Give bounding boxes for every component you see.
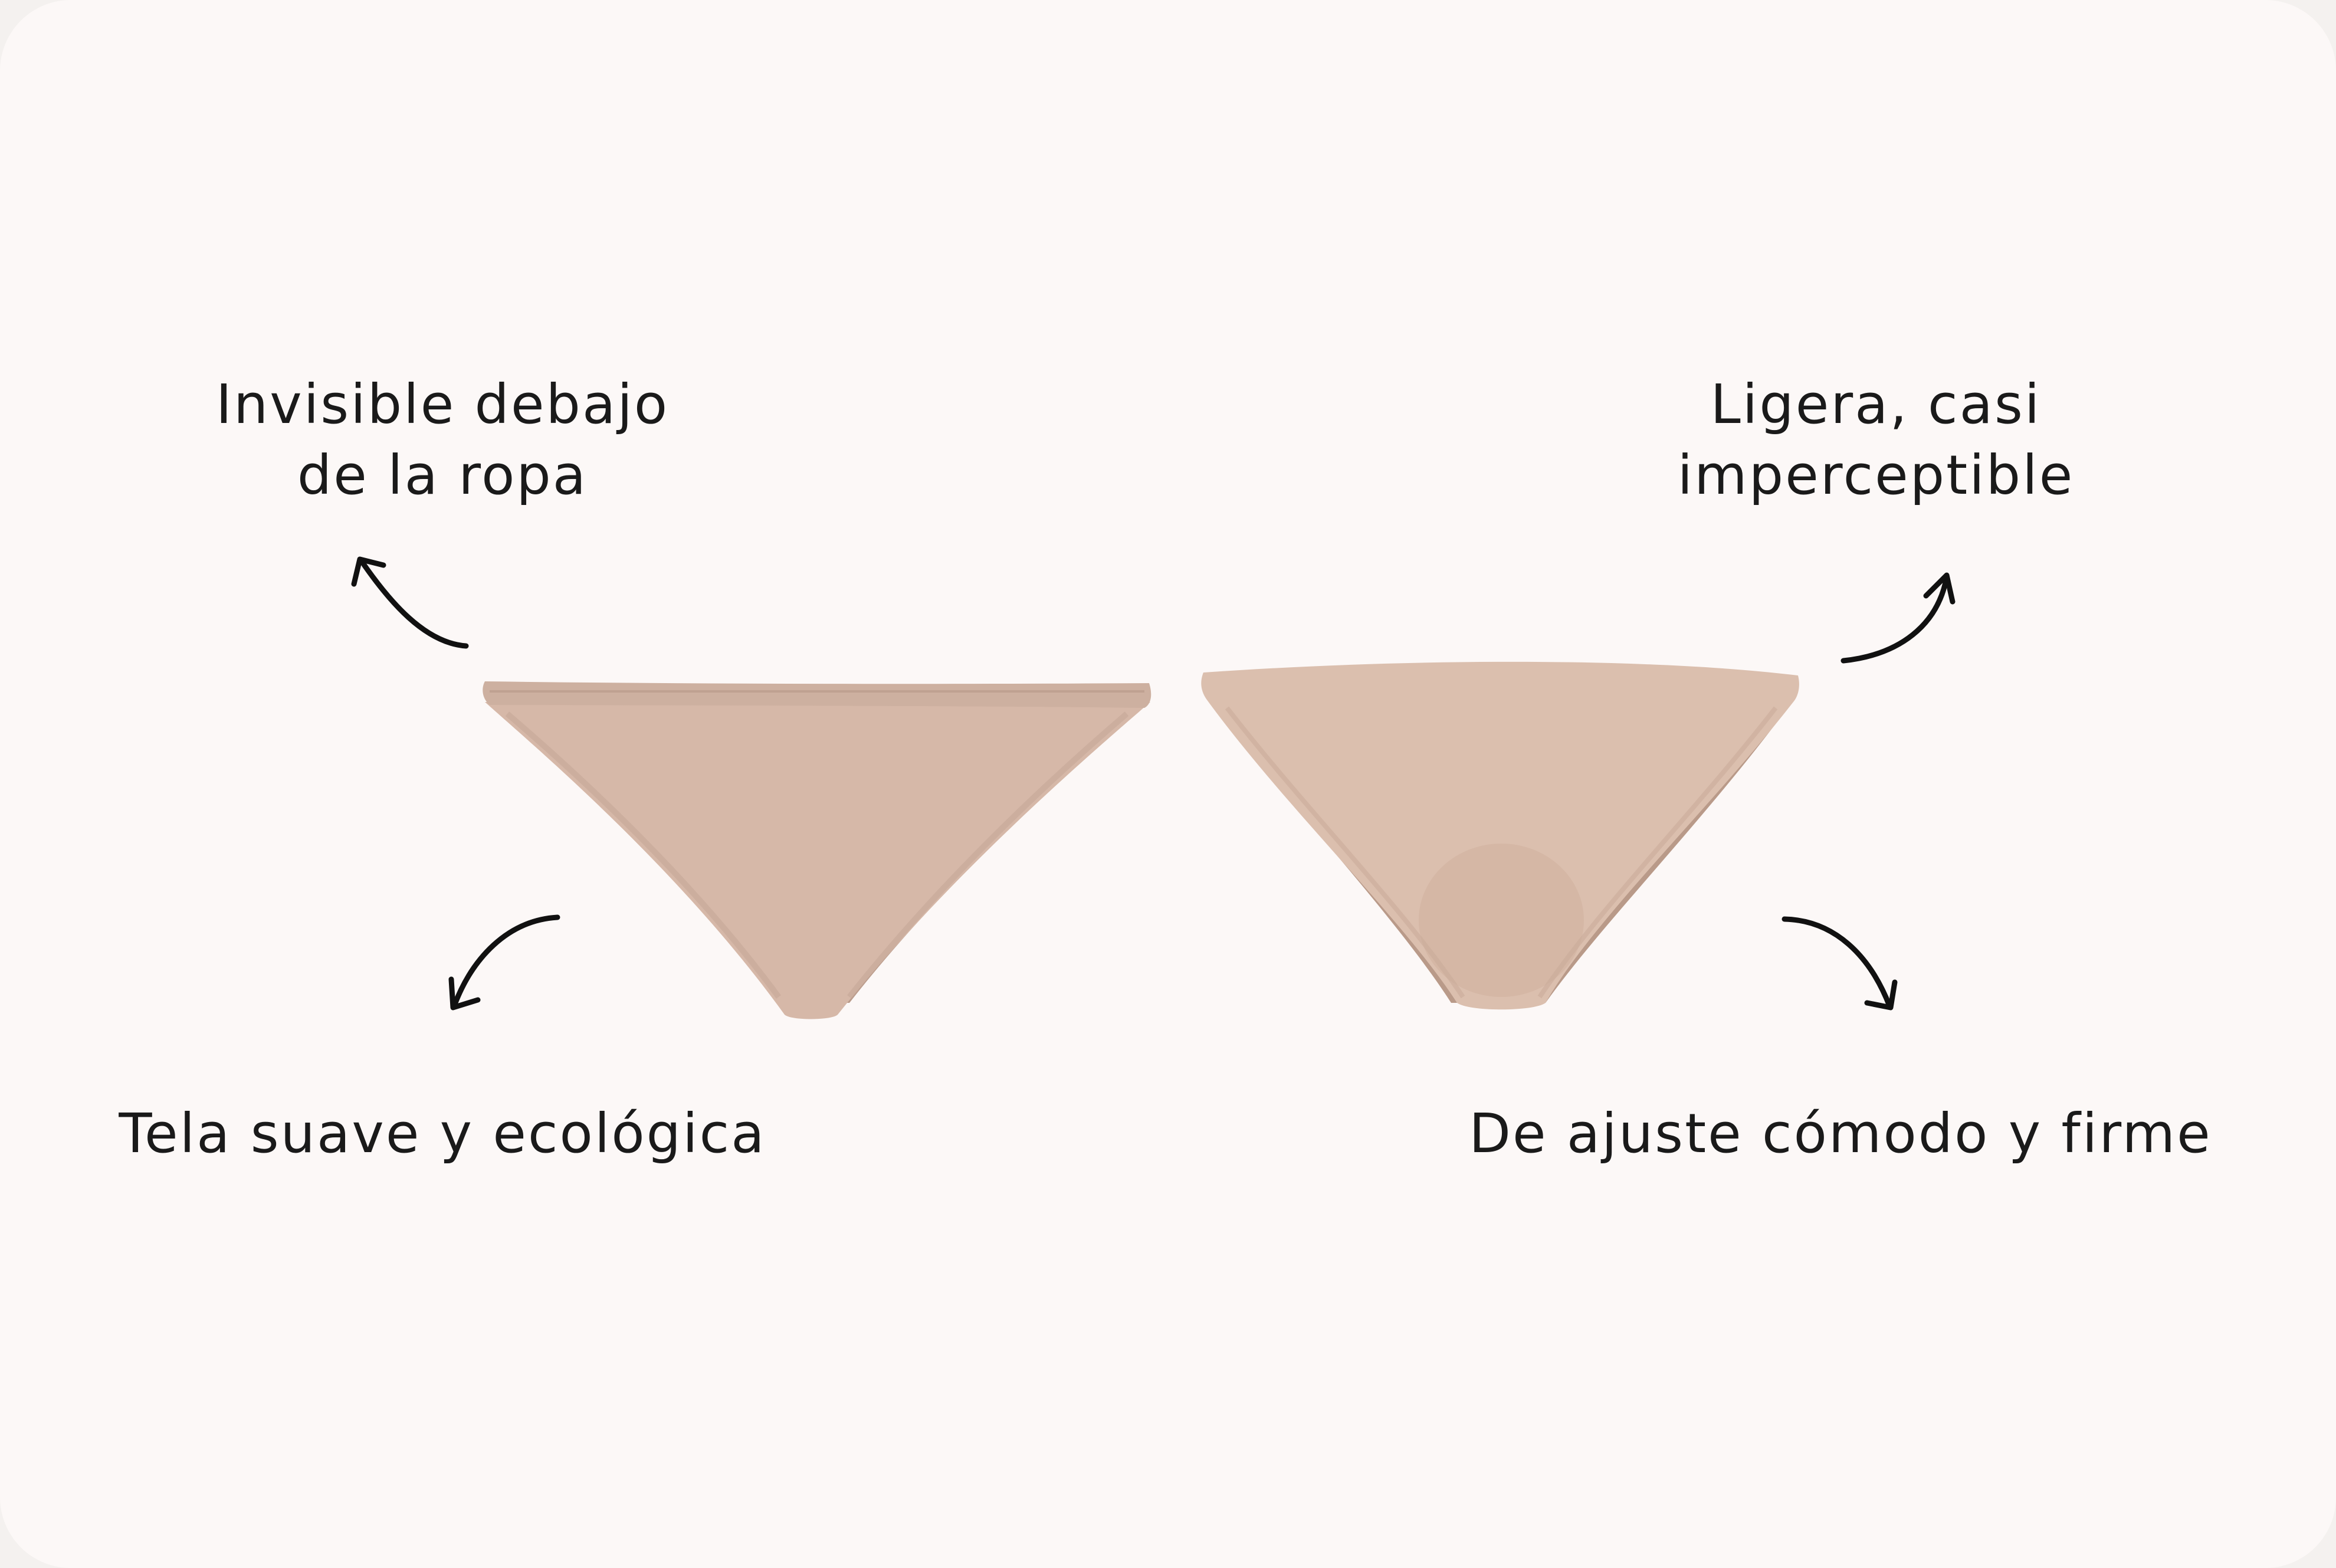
feature-text-line: de la ropa xyxy=(297,444,588,507)
feature-text-line: Invisible debajo xyxy=(215,373,670,436)
feature-soft-fabric: Tela suave y ecológica xyxy=(88,1098,796,1169)
front-main-panel xyxy=(485,702,1150,1019)
feature-text-line: Tela suave y ecológica xyxy=(119,1102,766,1165)
curved-arrow-icon xyxy=(1840,572,1956,664)
curved-arrow-icon xyxy=(351,556,469,649)
feature-invisible: Invisible debajo de la ropa xyxy=(189,369,696,511)
front-view-briefs xyxy=(483,681,1151,1019)
feature-text-line: Ligera, casi xyxy=(1710,373,2042,436)
feature-comfortable-fit: De ajuste cómodo y firme xyxy=(1428,1098,2253,1169)
feature-text-line: imperceptible xyxy=(1677,444,2075,507)
feature-lightweight: Ligera, casi imperceptible xyxy=(1628,369,2124,511)
curved-arrow-icon xyxy=(448,914,560,1011)
curved-arrow-icon xyxy=(1781,916,1898,1011)
back-main-panel xyxy=(1201,661,1799,1010)
back-view-briefs xyxy=(1201,661,1799,1010)
front-waistband xyxy=(483,681,1151,708)
feature-text-line: De ajuste cómodo y firme xyxy=(1469,1102,2212,1165)
